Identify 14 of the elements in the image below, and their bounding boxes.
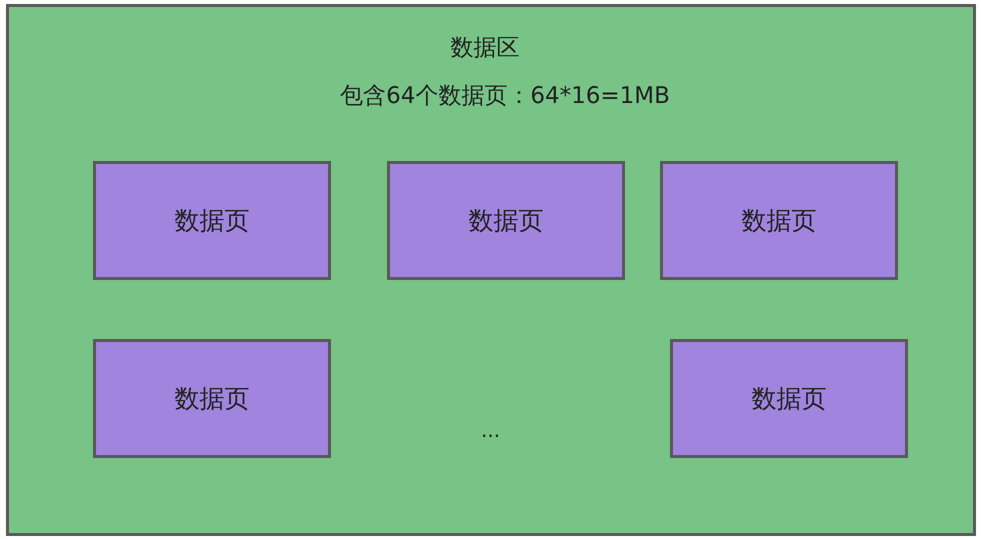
ellipsis-text: ...: [481, 418, 500, 442]
data-area-box: [6, 4, 976, 536]
page-label: 数据页: [174, 205, 250, 237]
data-page-box: [660, 161, 898, 280]
page-label: 数据页: [742, 205, 816, 237]
page-label: 数据页: [752, 383, 826, 415]
data-page-box: [93, 161, 331, 280]
data-page-box: [93, 339, 331, 458]
area-description: 包含64个数据页：64*16=1MB: [340, 82, 670, 111]
data-page-box: [670, 339, 908, 458]
area-title: 数据区: [450, 34, 520, 63]
page-label: 数据页: [174, 383, 250, 415]
page-label: 数据页: [468, 205, 544, 237]
data-page-box: [387, 161, 625, 280]
